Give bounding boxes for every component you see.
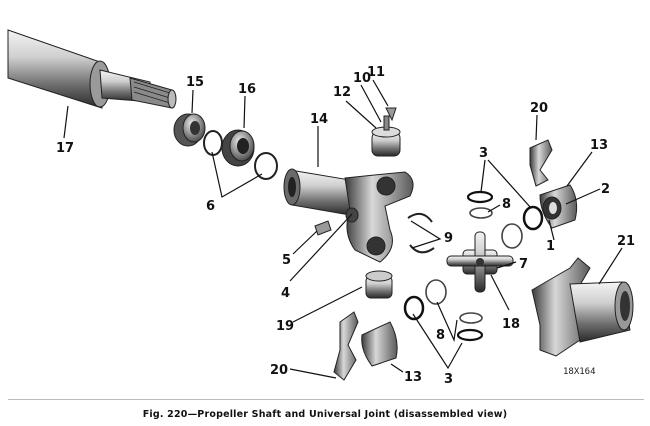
lower-lock-strap [333, 311, 359, 381]
callout-20-lower: 20 [270, 363, 288, 378]
callout-2: 2 [601, 182, 610, 197]
callout-6: 6 [206, 199, 215, 214]
universal-joint-spider [446, 231, 514, 293]
callout-8-upper: 8 [502, 197, 511, 212]
grease-bearing-cup [371, 115, 401, 157]
lower-bearing-retainer [361, 321, 398, 367]
callout-10: 10 [353, 71, 371, 86]
yoke-snap-rings [407, 212, 435, 254]
callout-14: 14 [310, 112, 328, 127]
callout-3-upper: 3 [479, 146, 488, 161]
upper-bearing-retainer [539, 184, 578, 229]
figure-reference-code: 18X164 [563, 367, 596, 377]
dust-cap [173, 113, 206, 147]
callout-13-upper: 13 [590, 138, 608, 153]
callout-9: 9 [444, 231, 453, 246]
callout-8-lower: 8 [436, 328, 445, 343]
callout-12: 12 [333, 85, 351, 100]
upper-lock-strap [529, 139, 553, 187]
lower-seal-rings [403, 279, 484, 342]
callout-7: 7 [519, 257, 528, 272]
propeller-shaft [7, 29, 177, 109]
needle-bearing [365, 270, 393, 299]
companion-flange [531, 257, 634, 357]
callout-5: 5 [282, 253, 291, 268]
callout-3-lower: 3 [444, 372, 453, 387]
leader-lines [63, 79, 623, 379]
callout-15: 15 [186, 75, 204, 90]
callout-18: 18 [502, 317, 520, 332]
callout-11: 11 [367, 65, 385, 80]
callout-1: 1 [546, 239, 555, 254]
slip-yoke [283, 168, 414, 263]
caption-divider [8, 399, 644, 400]
yoke-grease-fitting [314, 220, 332, 236]
cork-washer [221, 129, 255, 167]
callout-21: 21 [617, 234, 635, 249]
callout-16: 16 [238, 82, 256, 97]
callout-4: 4 [281, 286, 290, 301]
figure-caption: Fig. 220—Propeller Shaft and Universal J… [142, 409, 508, 420]
callout-20-upper: 20 [530, 101, 548, 116]
grease-fitting [385, 107, 397, 122]
callout-13-lower: 13 [404, 370, 422, 385]
upper-seal-rings [466, 190, 544, 249]
shaft-spline [129, 77, 177, 109]
callout-17: 17 [56, 141, 74, 156]
callout-labels: 17 15 16 6 14 12 10 11 20 13 3 8 2 1 5 4… [56, 65, 635, 387]
callout-19: 19 [276, 319, 294, 334]
